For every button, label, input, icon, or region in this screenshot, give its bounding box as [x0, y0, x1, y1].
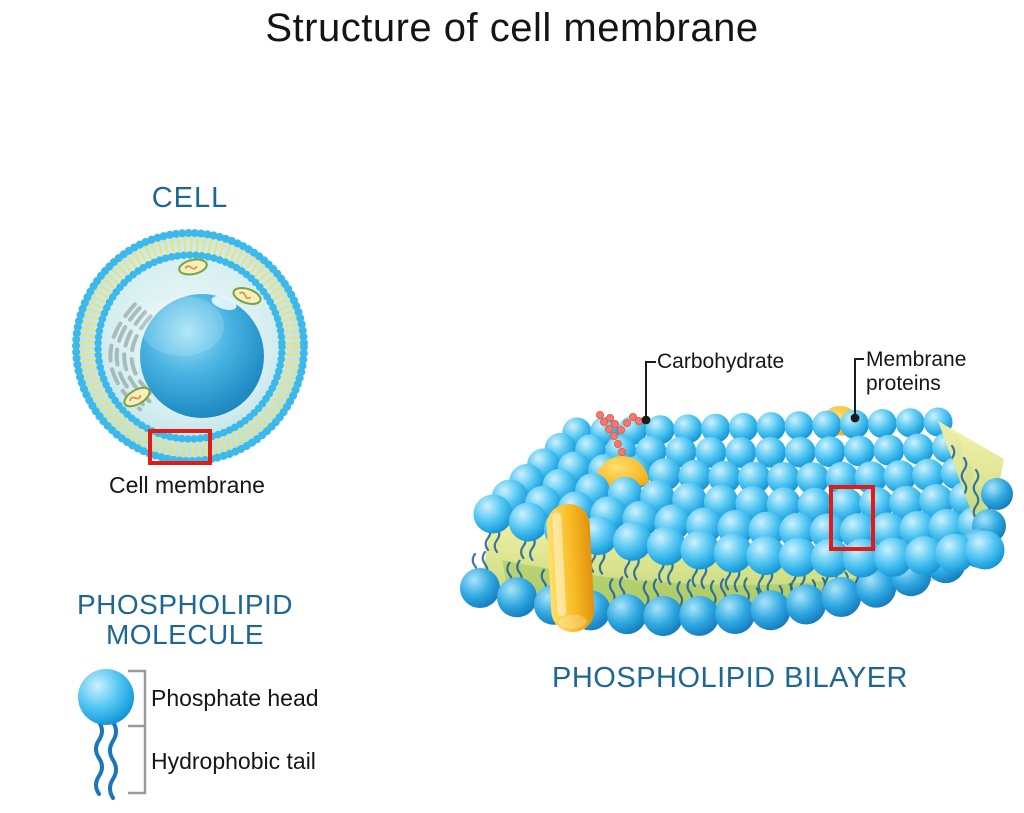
page-title: Structure of cell membrane [265, 6, 759, 50]
glycoprotein-dome [595, 456, 649, 488]
red-highlight-boxes [148, 429, 875, 551]
carbohydrate-chain [596, 410, 644, 456]
phospholipid-molecule-figure [78, 669, 147, 800]
carbohydrate-label: Carbohydrate [657, 350, 785, 373]
membrane-proteins-label: Membrane proteins [866, 348, 966, 396]
mitochondrion [178, 258, 208, 276]
hydrophobic-tail-label: Hydrophobic tail [151, 748, 316, 774]
heading-line-1: PHOSPHOLIPID [76, 589, 294, 620]
mitochondrion [232, 287, 262, 305]
phospholipid-molecule-heading: PHOSPHOLIPID MOLECULE [60, 590, 310, 650]
label-connector-lines [641, 358, 864, 425]
cell-membrane-caption: Cell membrane [109, 472, 265, 498]
phospholipid-bilayer-heading: PHOSPHOLIPID BILAYER [552, 662, 908, 694]
label-line-1: Membrane [866, 348, 967, 371]
phosphate-head-label: Phosphate head [151, 685, 319, 711]
cell-section-heading: CELL [151, 182, 229, 214]
phospholipid-bilayer-figure [460, 406, 1013, 636]
channel-protein [546, 504, 595, 632]
cell-figure [72, 229, 308, 465]
heading-line-2: MOLECULE [105, 619, 265, 650]
mitochondrion [123, 386, 151, 408]
label-line-2: proteins [866, 372, 941, 395]
